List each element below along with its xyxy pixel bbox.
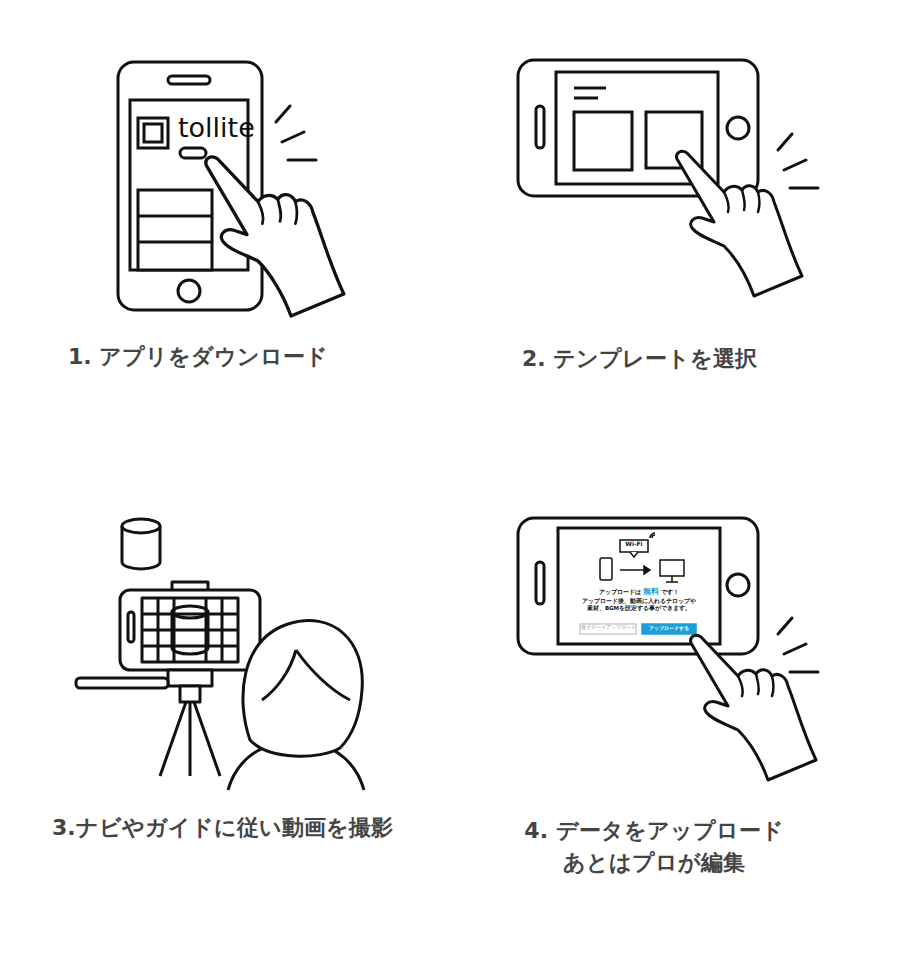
screen-headline-text: です！ [661,588,679,597]
step-caption: 2. テンプレートを選択 [522,346,757,372]
screen-headline-text: アップロードは [599,588,641,597]
upload-button-text: アップロードする [642,625,696,631]
phone-upload [518,518,758,654]
screen-headline-text: 無料 [643,586,659,597]
tap-lines [778,134,818,188]
step-caption: 1. アプリをダウンロード [68,344,328,370]
wifi-label: Wi-Fi [620,540,648,547]
skip-button-text: 後でデータアップロード [580,625,636,630]
screen-headline: アップロードは無料です！ [580,586,698,597]
app-logo-text: tollite [178,112,255,144]
tap-lines [778,618,818,672]
hand [691,635,816,780]
tap-lines [276,106,316,160]
shooting-scene [76,519,364,790]
step-caption: 4. データをアップロード あとはプロが編集 [504,815,804,879]
step-caption: 3.ナビやガイドに従い動画を撮影 [52,815,393,841]
hand [206,157,344,316]
upload-icons [580,533,696,634]
phone-template [518,60,758,196]
screen-note: アップロード後、動画に入れるテロップや素材、BGMを設定する事ができます。 [580,598,698,611]
hand [677,151,802,296]
